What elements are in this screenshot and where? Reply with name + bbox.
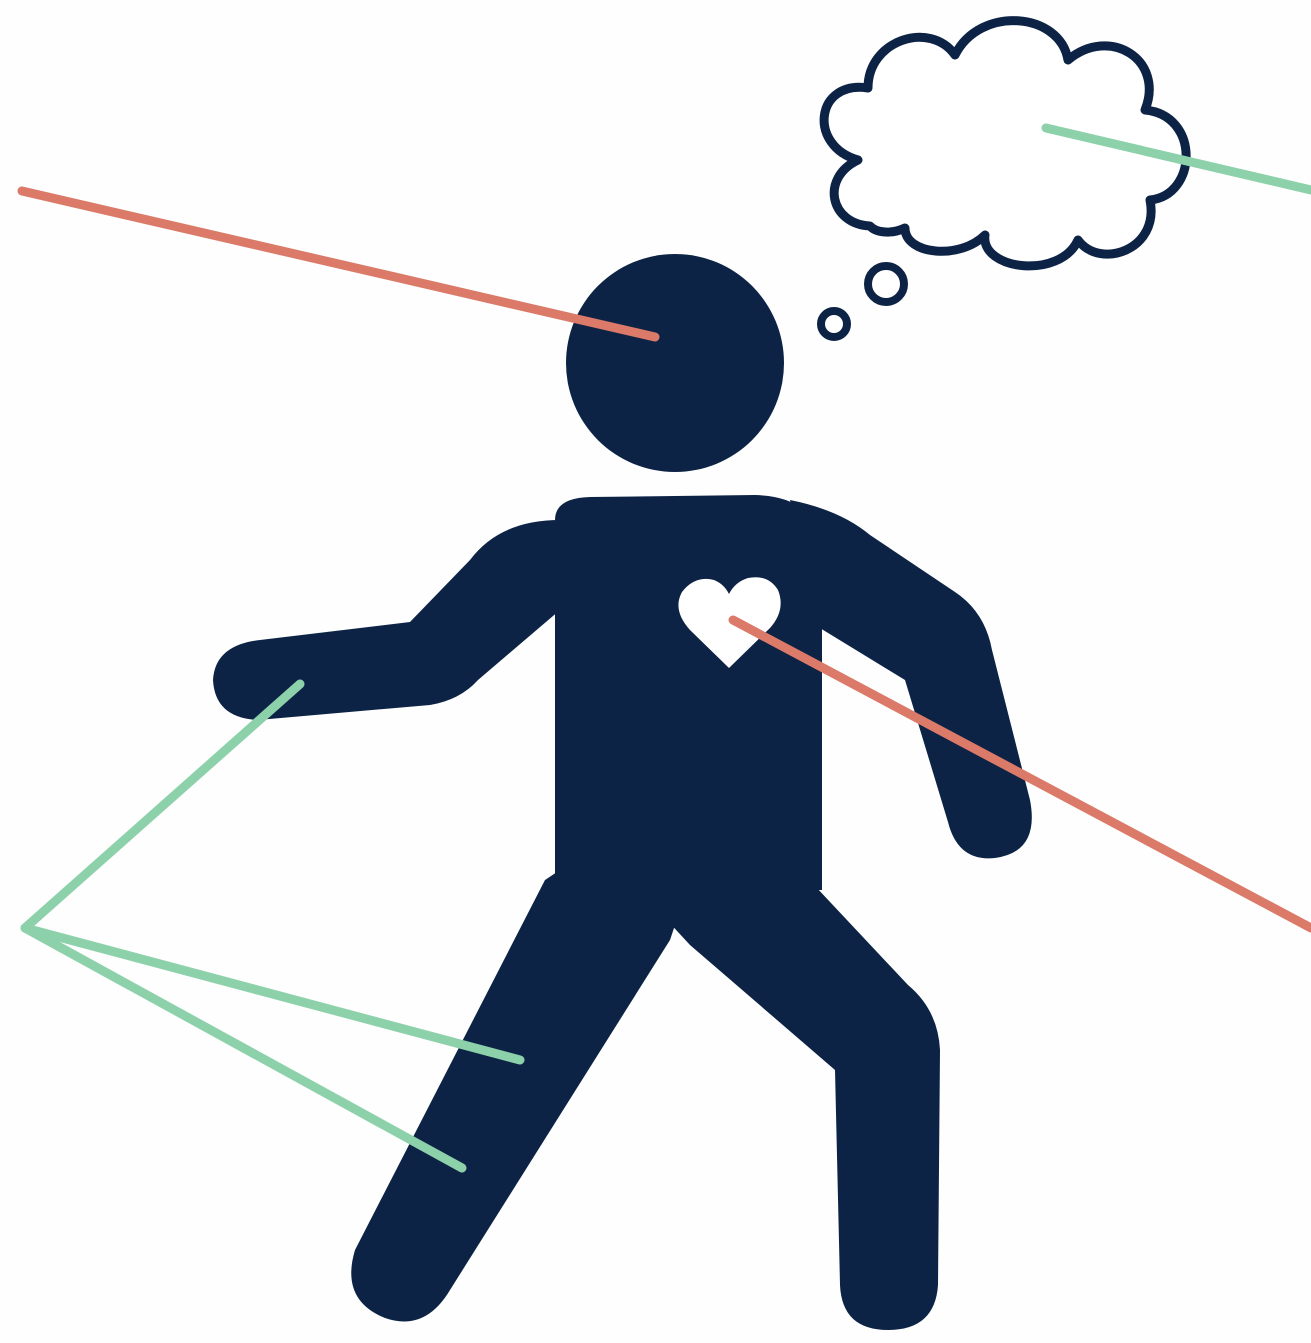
right-leg	[630, 870, 940, 1330]
green-line-arm	[25, 684, 520, 1060]
thought-cloud	[824, 21, 1186, 266]
person-figure-icon	[213, 254, 1032, 1330]
thought-bubble-icon	[821, 21, 1186, 337]
torso	[555, 495, 822, 890]
thought-bubble-small-dot	[821, 311, 847, 337]
head	[566, 254, 784, 472]
right-arm	[790, 500, 1032, 858]
thought-bubble-large-dot	[868, 266, 904, 302]
red-line-head	[22, 191, 655, 337]
left-arm	[213, 520, 560, 720]
left-leg	[351, 870, 690, 1322]
green-line-leg	[25, 928, 462, 1168]
